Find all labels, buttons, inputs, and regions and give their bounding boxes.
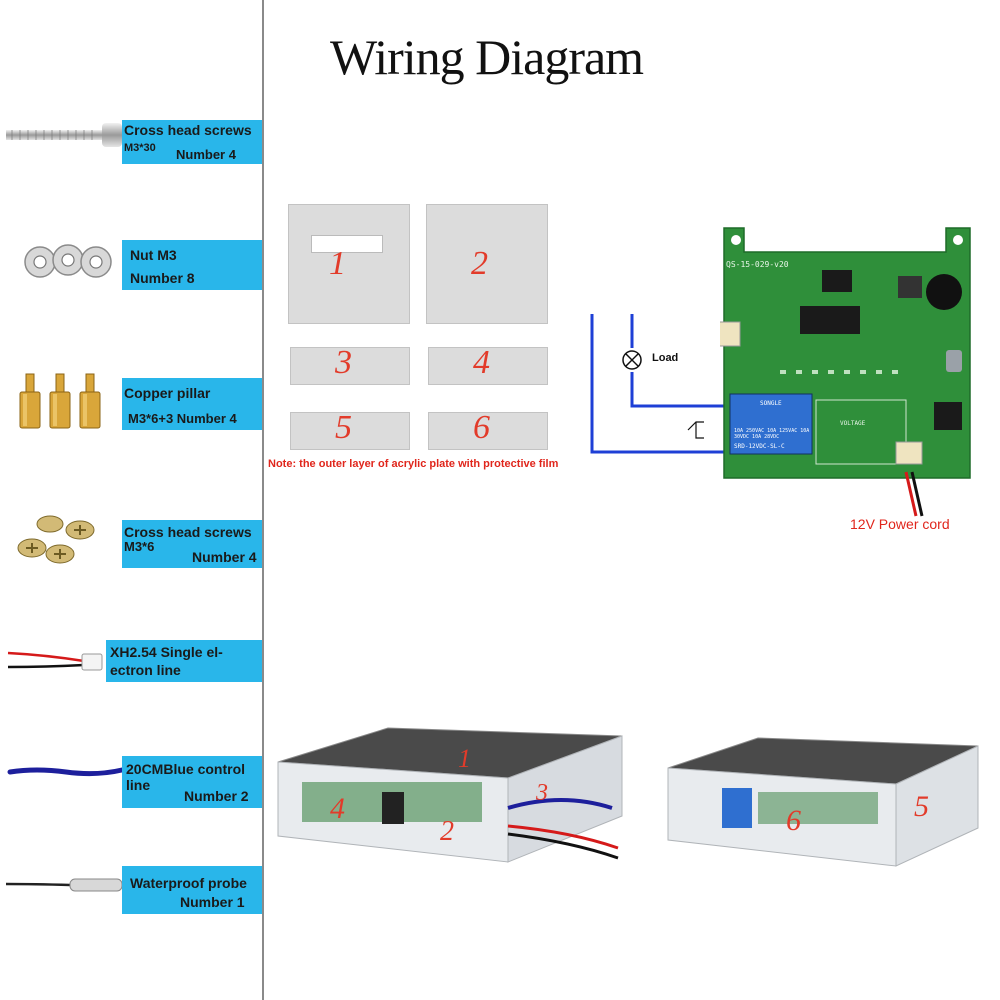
long-screw-icon bbox=[6, 123, 122, 147]
part-label-long-screw: Cross head screws M3*30 Number 4 bbox=[122, 120, 262, 164]
controller-board bbox=[720, 227, 971, 479]
page-title: Wiring Diagram bbox=[330, 29, 644, 85]
part-count: Number 2 bbox=[184, 788, 249, 804]
case-label: 6 bbox=[786, 804, 801, 837]
relay-brand: SONGLE bbox=[760, 400, 782, 407]
part-label-probe: Waterproof probe Number 1 bbox=[122, 866, 262, 914]
blue-line-icon bbox=[7, 767, 125, 777]
part-spec: M3*6+3 Number 4 bbox=[128, 411, 237, 426]
part-name-cont: line bbox=[126, 777, 151, 793]
capacitor-icon bbox=[946, 350, 962, 372]
case-label: 4 bbox=[330, 792, 345, 825]
part-name: Copper pillar bbox=[124, 385, 211, 401]
probe-icon bbox=[5, 878, 123, 892]
power-cord-icon bbox=[904, 471, 924, 517]
part-count: Number 4 bbox=[192, 549, 257, 565]
load-label: Load bbox=[652, 352, 679, 364]
plate-number: 3 bbox=[335, 344, 352, 381]
plate-number: 5 bbox=[335, 409, 352, 446]
part-count: Number 4 bbox=[176, 147, 236, 162]
short-screw-icon bbox=[17, 515, 95, 564]
part-spec: M3*30 bbox=[124, 142, 156, 154]
part-count: Number 8 bbox=[130, 270, 195, 286]
wire-common bbox=[590, 314, 728, 454]
buzzer-icon bbox=[926, 274, 962, 310]
part-name: 20CMBlue control bbox=[126, 761, 246, 777]
case-label: 2 bbox=[440, 816, 454, 847]
wiring-lines bbox=[590, 314, 728, 454]
copper-pillar-icon bbox=[19, 373, 101, 429]
chip-icon bbox=[800, 306, 860, 334]
plate-2: 2 bbox=[426, 204, 548, 324]
plate-number: 2 bbox=[471, 245, 488, 282]
switch-symbol bbox=[687, 421, 704, 439]
relay-specs: 10A 250VAC 10A 125VAC 10A 30VDC 10A 28VD… bbox=[734, 428, 810, 440]
plate-5: 5 bbox=[290, 409, 410, 450]
power-connector-icon bbox=[895, 441, 923, 465]
part-spec: M3*6 bbox=[124, 539, 155, 554]
board-model: QS-15-029-v20 bbox=[726, 260, 789, 269]
part-count: Number 1 bbox=[180, 894, 245, 910]
part-label-short-screw: Cross head screws M3*6 Number 4 bbox=[122, 520, 262, 568]
note-text: Note: the outer layer of acrylic plate w… bbox=[268, 458, 559, 470]
electron-line-icon bbox=[7, 651, 103, 671]
connector-icon bbox=[720, 321, 741, 347]
part-label-electron-line: XH2.54 Single el- ectron line bbox=[106, 640, 262, 682]
part-label-blue-line: 20CMBlue control line Number 2 bbox=[122, 756, 262, 808]
part-label-copper-pillar: Copper pillar M3*6+3 Number 4 bbox=[122, 378, 262, 430]
plate-number: 1 bbox=[329, 245, 346, 282]
plate-6: 6 bbox=[428, 409, 548, 450]
chip-icon bbox=[822, 270, 852, 292]
relay-model: SRD-12VDC-SL-C bbox=[734, 443, 785, 450]
case-label: 1 bbox=[458, 744, 471, 773]
plate-3: 3 bbox=[290, 344, 410, 385]
part-name: Waterproof probe bbox=[130, 875, 247, 891]
part-name: Cross head screws bbox=[124, 122, 252, 138]
plate-4: 4 bbox=[428, 344, 548, 385]
voltage-mark: VOLTAGE bbox=[840, 420, 866, 427]
relay-icon bbox=[729, 393, 813, 455]
nut-icon bbox=[24, 244, 112, 278]
case-label: 5 bbox=[914, 790, 929, 823]
plate-number: 6 bbox=[473, 409, 490, 446]
part-name-cont: ectron line bbox=[110, 662, 181, 678]
part-label-nut: Nut M3 Number 8 bbox=[122, 240, 262, 290]
assembled-case-right bbox=[667, 737, 979, 867]
part-name: Cross head screws bbox=[124, 524, 252, 540]
part-name: Nut M3 bbox=[130, 247, 177, 263]
relay-area bbox=[815, 399, 907, 465]
plate-number: 4 bbox=[473, 344, 490, 381]
part-name: XH2.54 Single el- bbox=[110, 644, 223, 660]
wire-load-bottom bbox=[630, 372, 728, 408]
divider bbox=[262, 0, 264, 1000]
power-cord-label: 12V Power cord bbox=[850, 516, 950, 532]
plate-1: 1 bbox=[288, 204, 410, 324]
assembled-case-left bbox=[277, 727, 623, 863]
case-label: 3 bbox=[536, 780, 548, 806]
display-window bbox=[311, 235, 383, 253]
